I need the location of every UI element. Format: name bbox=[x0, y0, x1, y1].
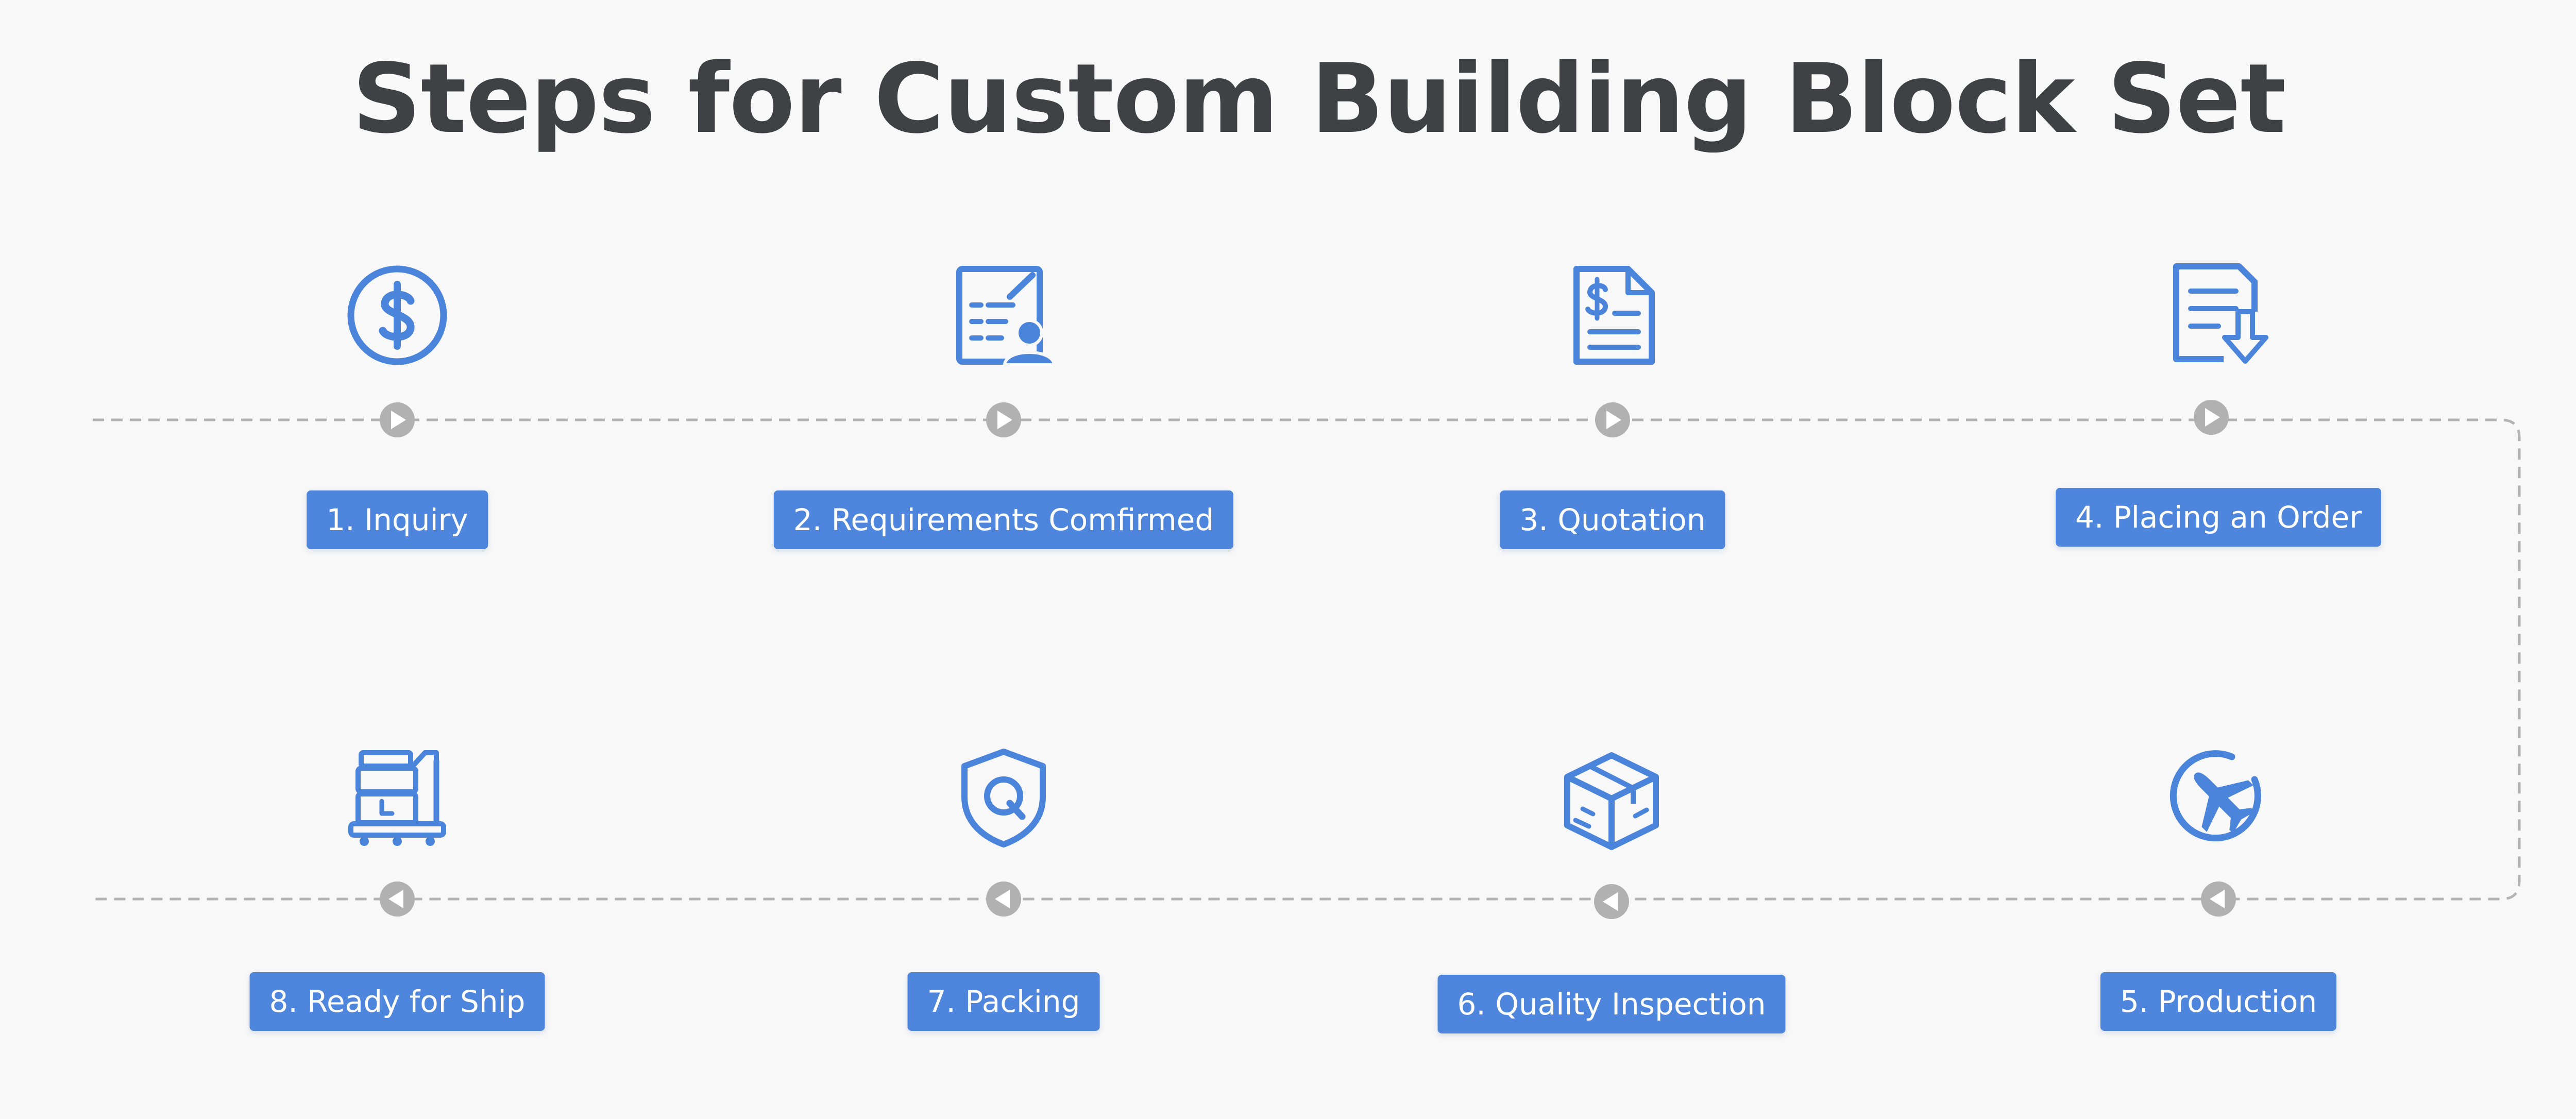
shield-q-icon bbox=[952, 745, 1055, 849]
node-2 bbox=[986, 402, 1021, 437]
node-8 bbox=[380, 881, 415, 917]
step-label: 5. Production bbox=[2100, 972, 2337, 1031]
node-4 bbox=[2194, 400, 2229, 435]
document-download-icon bbox=[2167, 261, 2270, 364]
step-7: 7. Packing bbox=[746, 745, 1261, 1116]
node-5 bbox=[2201, 881, 2236, 917]
step-1: 1. Inquiry bbox=[140, 264, 655, 635]
step-label: 6. Quality Inspection bbox=[1437, 975, 1786, 1033]
node-3 bbox=[1595, 402, 1630, 437]
node-7 bbox=[986, 881, 1021, 917]
invoice-icon bbox=[1561, 264, 1664, 367]
step-3: 3. Quotation bbox=[1355, 264, 1870, 635]
step-5: 5. Production bbox=[1961, 745, 2476, 1116]
step-8: 8. Ready for Ship bbox=[140, 745, 655, 1116]
step-label: 4. Placing an Order bbox=[2056, 488, 2381, 547]
step-label: 1. Inquiry bbox=[307, 490, 488, 549]
dollar-circle-icon bbox=[346, 264, 449, 367]
top-connector-line bbox=[93, 418, 2521, 901]
node-1 bbox=[380, 402, 415, 437]
step-2: 2. Requirements Comfirmed bbox=[746, 264, 1261, 635]
airplane-circle-icon bbox=[2167, 745, 2270, 849]
shipping-cart-icon bbox=[346, 745, 449, 849]
document-user-icon bbox=[952, 264, 1055, 367]
step-label: 2. Requirements Comfirmed bbox=[773, 490, 1234, 549]
step-4: 4. Placing an Order bbox=[1961, 261, 2476, 632]
step-label: 3. Quotation bbox=[1500, 490, 1725, 549]
page-title: Steps for Custom Building Block Set bbox=[352, 43, 2286, 155]
package-box-icon bbox=[1560, 748, 1663, 851]
step-6: 6. Quality Inspection bbox=[1354, 748, 1869, 1119]
node-6 bbox=[1594, 884, 1629, 919]
step-label: 8. Ready for Ship bbox=[249, 972, 545, 1031]
step-label: 7. Packing bbox=[907, 972, 1100, 1031]
